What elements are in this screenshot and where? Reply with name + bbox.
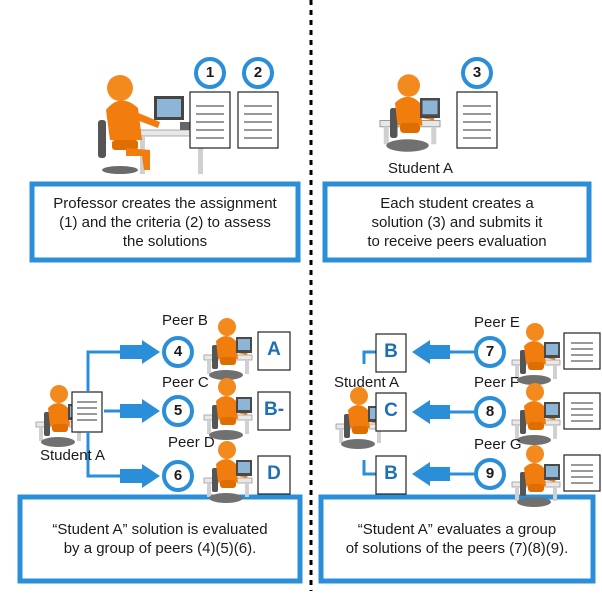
step-number-8: 8	[485, 403, 495, 420]
number-circle-1	[194, 57, 226, 89]
peer-e-person-icon	[511, 322, 561, 386]
grade-peer-g: B	[384, 463, 398, 484]
peer-d-label: Peer D	[168, 434, 215, 451]
document-icon	[563, 454, 601, 492]
top-left-caption: Professor creates the assignment (1) and…	[53, 194, 277, 250]
grade-card	[257, 391, 291, 431]
peer-c-label: Peer C	[162, 374, 209, 391]
peer-c-person-icon	[203, 377, 253, 441]
connector-line	[86, 432, 122, 478]
arrow-icon	[412, 340, 476, 364]
document-icon	[456, 91, 498, 149]
connector-line	[362, 350, 376, 364]
grade-peer-e: B	[384, 341, 398, 362]
step-number-2: 2	[253, 64, 263, 81]
student-a-document-icon	[71, 391, 103, 433]
student-a-label: Student A	[334, 374, 400, 391]
peer-f-label: Peer F	[474, 374, 520, 391]
grade-card	[375, 455, 407, 495]
peer-e-label: Peer E	[474, 314, 520, 331]
bottom-right-text-frame	[318, 494, 596, 584]
document-icon	[189, 91, 231, 149]
bottom-right-caption: “Student A” evaluates a group of solutio…	[345, 521, 569, 557]
document-icon	[563, 392, 601, 430]
step-number-1: 1	[205, 64, 215, 81]
student-a-label: Student A	[388, 160, 454, 177]
grade-card	[375, 333, 407, 373]
bottom-left-caption: “Student A” solution is evaluated by a g…	[52, 521, 268, 557]
top-right-text-frame	[322, 181, 592, 263]
number-circle-7	[474, 336, 506, 368]
step-number-4: 4	[173, 343, 183, 360]
arrow-icon	[120, 399, 160, 423]
connector-line	[86, 350, 122, 392]
arrow-icon	[412, 400, 476, 424]
grade-peer-d: D	[267, 463, 281, 484]
grade-peer-f: C	[384, 400, 398, 421]
step-number-3: 3	[472, 64, 482, 81]
number-circle-2	[242, 57, 274, 89]
document-icon	[237, 91, 279, 149]
arrow-icon	[120, 464, 160, 488]
student-person-icon	[379, 73, 441, 153]
step-number-5: 5	[173, 402, 183, 419]
number-circle-8	[474, 396, 506, 428]
grade-peer-b: A	[267, 339, 281, 360]
number-circle-9	[474, 458, 506, 490]
peer-b-label: Peer B	[162, 312, 208, 329]
peer-g-label: Peer G	[474, 436, 522, 453]
number-circle-6	[162, 460, 194, 492]
connector-line	[362, 460, 376, 476]
step-number-6: 6	[173, 467, 183, 484]
arrow-icon	[412, 462, 476, 486]
number-circle-5	[162, 395, 194, 427]
bottom-left-text-frame	[17, 494, 303, 584]
grade-card	[257, 331, 291, 371]
grade-card	[375, 392, 407, 432]
grade-peer-c: B-	[263, 399, 285, 420]
peer-b-person-icon	[203, 317, 253, 381]
grade-card	[257, 455, 291, 495]
student-a-label: Student A	[40, 447, 106, 464]
document-icon	[563, 332, 601, 370]
top-left-text-frame	[29, 181, 301, 263]
number-circle-4	[162, 336, 194, 368]
number-circle-3	[461, 57, 493, 89]
step-number-9: 9	[485, 465, 495, 482]
arrow-icon	[120, 340, 160, 364]
step-number-7: 7	[485, 343, 495, 360]
top-right-caption: Each student creates a solution (3) and …	[367, 194, 547, 250]
